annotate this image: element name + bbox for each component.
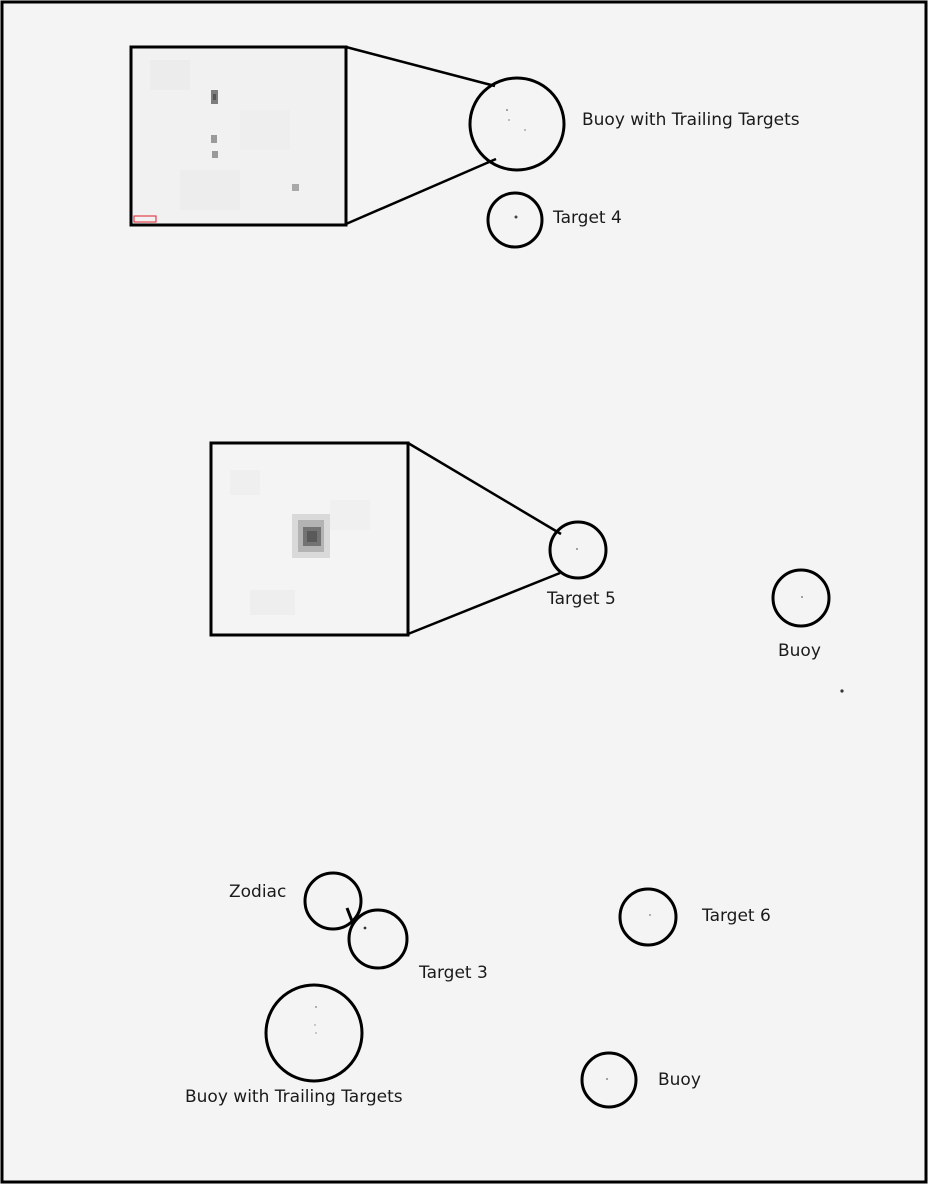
inset-echo: [213, 94, 216, 100]
label-buoy-trailing-targets-top: Buoy with Trailing Targets: [582, 110, 800, 130]
zoom-inset-top: [131, 47, 346, 225]
label-buoy-right: Buoy: [778, 641, 821, 661]
inset-echo: [292, 184, 299, 191]
zoom-connector: [408, 573, 560, 634]
target-4-circle: [488, 193, 542, 247]
inset-echo: [307, 531, 317, 542]
buoy-echo-bottom: [606, 1078, 608, 1080]
zoom-connector: [346, 47, 495, 86]
label-target-6: Target 6: [702, 906, 771, 926]
buoy-trailing-targets-circle-top: [470, 78, 564, 170]
target-4-echo: [515, 216, 518, 219]
target-3-circle: [349, 910, 407, 968]
zoom-connector: [408, 443, 561, 534]
zoom-connector: [346, 159, 496, 224]
zoom-inset-middle: [211, 443, 408, 635]
inset-echo: [212, 151, 218, 158]
label-target-4: Target 4: [553, 208, 622, 228]
buoy-circle-right: [773, 570, 829, 626]
buoy-trailing-targets-circle-bottom: [266, 985, 362, 1081]
label-zodiac: Zodiac: [229, 882, 286, 902]
target-5-echo: [576, 548, 578, 550]
target-6-circle: [620, 889, 676, 945]
buoy-echo-right: [801, 596, 803, 598]
zodiac-echo: [347, 908, 352, 921]
inset-echo: [211, 135, 217, 143]
label-target-5: Target 5: [547, 589, 616, 609]
target-5-circle: [550, 522, 606, 578]
label-target-3: Target 3: [419, 963, 488, 983]
buoy-circle-bottom: [582, 1053, 636, 1107]
label-buoy-bottom: Buoy: [658, 1070, 701, 1090]
target-3-echo: [364, 927, 367, 930]
label-buoy-trailing-targets-bottom: Buoy with Trailing Targets: [185, 1087, 403, 1107]
target-6-echo: [649, 914, 651, 916]
stray-echo: [840, 689, 843, 692]
